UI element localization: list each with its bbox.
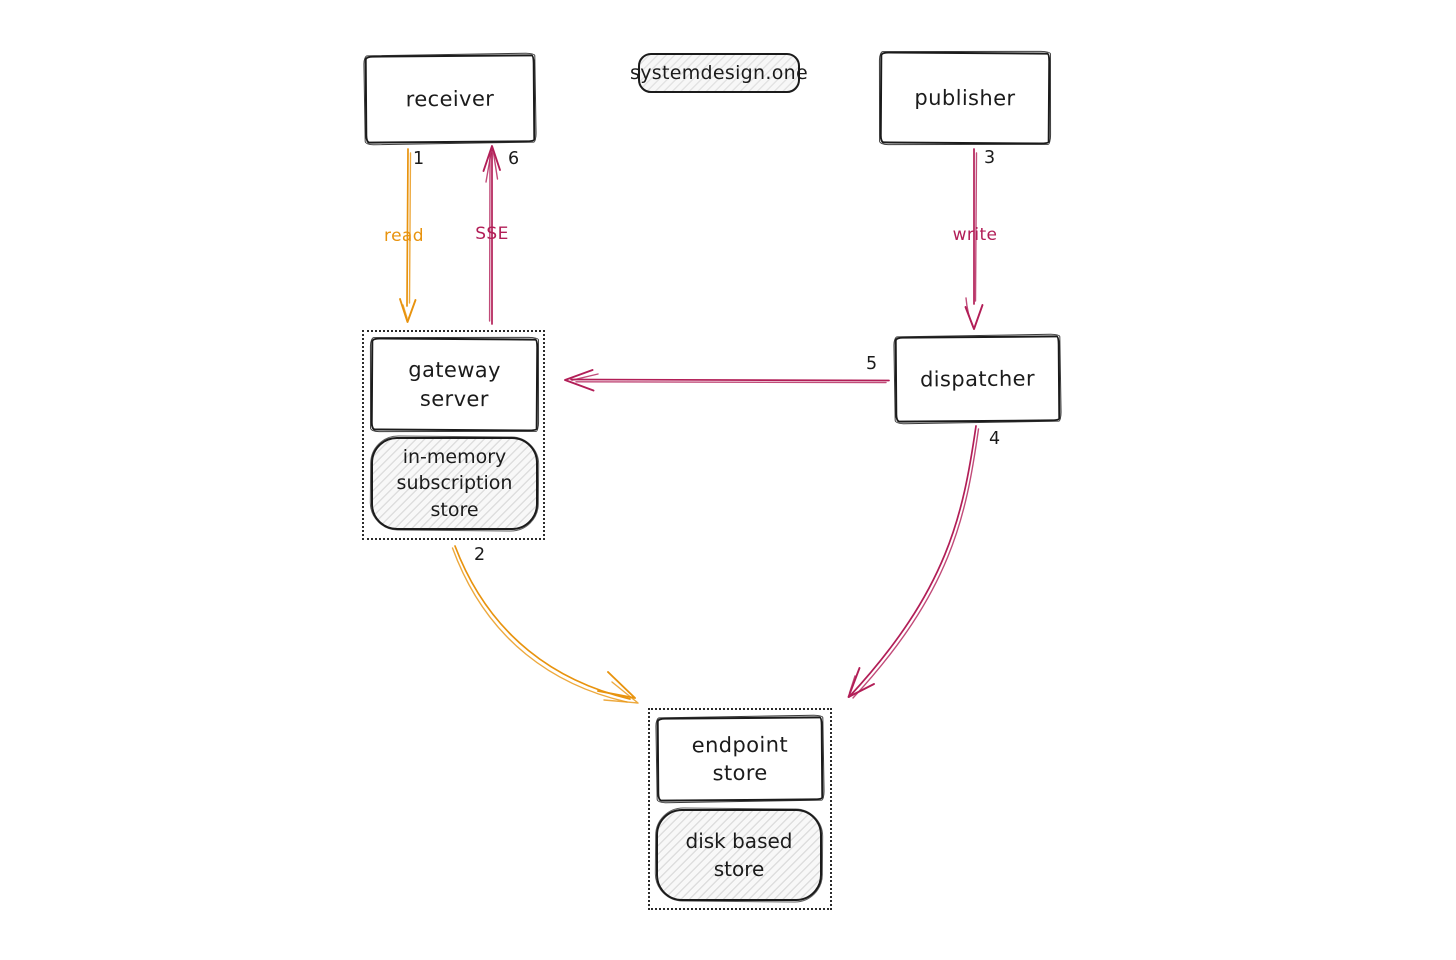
publisher-label: publisher	[914, 85, 1016, 111]
in-memory-subscription-store-node: in-memory subscription store	[371, 437, 538, 530]
gateway-group	[362, 330, 545, 540]
gateway-server-label: gateway server	[408, 357, 501, 411]
dispatcher-to-gateway-arrow	[564, 369, 890, 392]
watermark-badge: systemdesign.one	[630, 53, 808, 93]
in-memory-subscription-store-label: in-memory subscription store	[396, 445, 513, 521]
step-1: 1	[413, 149, 425, 169]
endpoint-store-node: endpoint store	[656, 716, 824, 802]
write-arrow	[964, 148, 984, 330]
dispatcher-node: dispatcher	[894, 335, 1061, 423]
endpoint-group	[648, 708, 832, 910]
gateway-server-node: gateway server	[370, 337, 539, 432]
disk-based-store-node: disk based store	[656, 809, 822, 901]
step-6: 6	[508, 149, 520, 169]
step-5: 5	[866, 354, 878, 374]
gateway-to-endpoint-arrow	[451, 545, 639, 704]
receiver-node: receiver	[364, 54, 536, 144]
watermark-label: systemdesign.one	[630, 62, 808, 84]
receiver-label: receiver	[405, 86, 495, 112]
read-arrow	[399, 148, 417, 323]
dispatcher-to-endpoint-arrow	[847, 425, 980, 699]
write-label: write	[952, 225, 998, 245]
step-3: 3	[984, 148, 996, 168]
step-2: 2	[474, 545, 486, 565]
endpoint-store-label: endpoint store	[691, 732, 789, 786]
publisher-node: publisher	[879, 51, 1051, 145]
step-4: 4	[989, 429, 1001, 449]
sse-label: SSE	[475, 224, 509, 244]
read-label: read	[384, 226, 424, 246]
disk-based-store-label: disk based store	[685, 829, 793, 881]
sse-arrow	[482, 145, 501, 325]
dispatcher-label: dispatcher	[919, 366, 1036, 392]
